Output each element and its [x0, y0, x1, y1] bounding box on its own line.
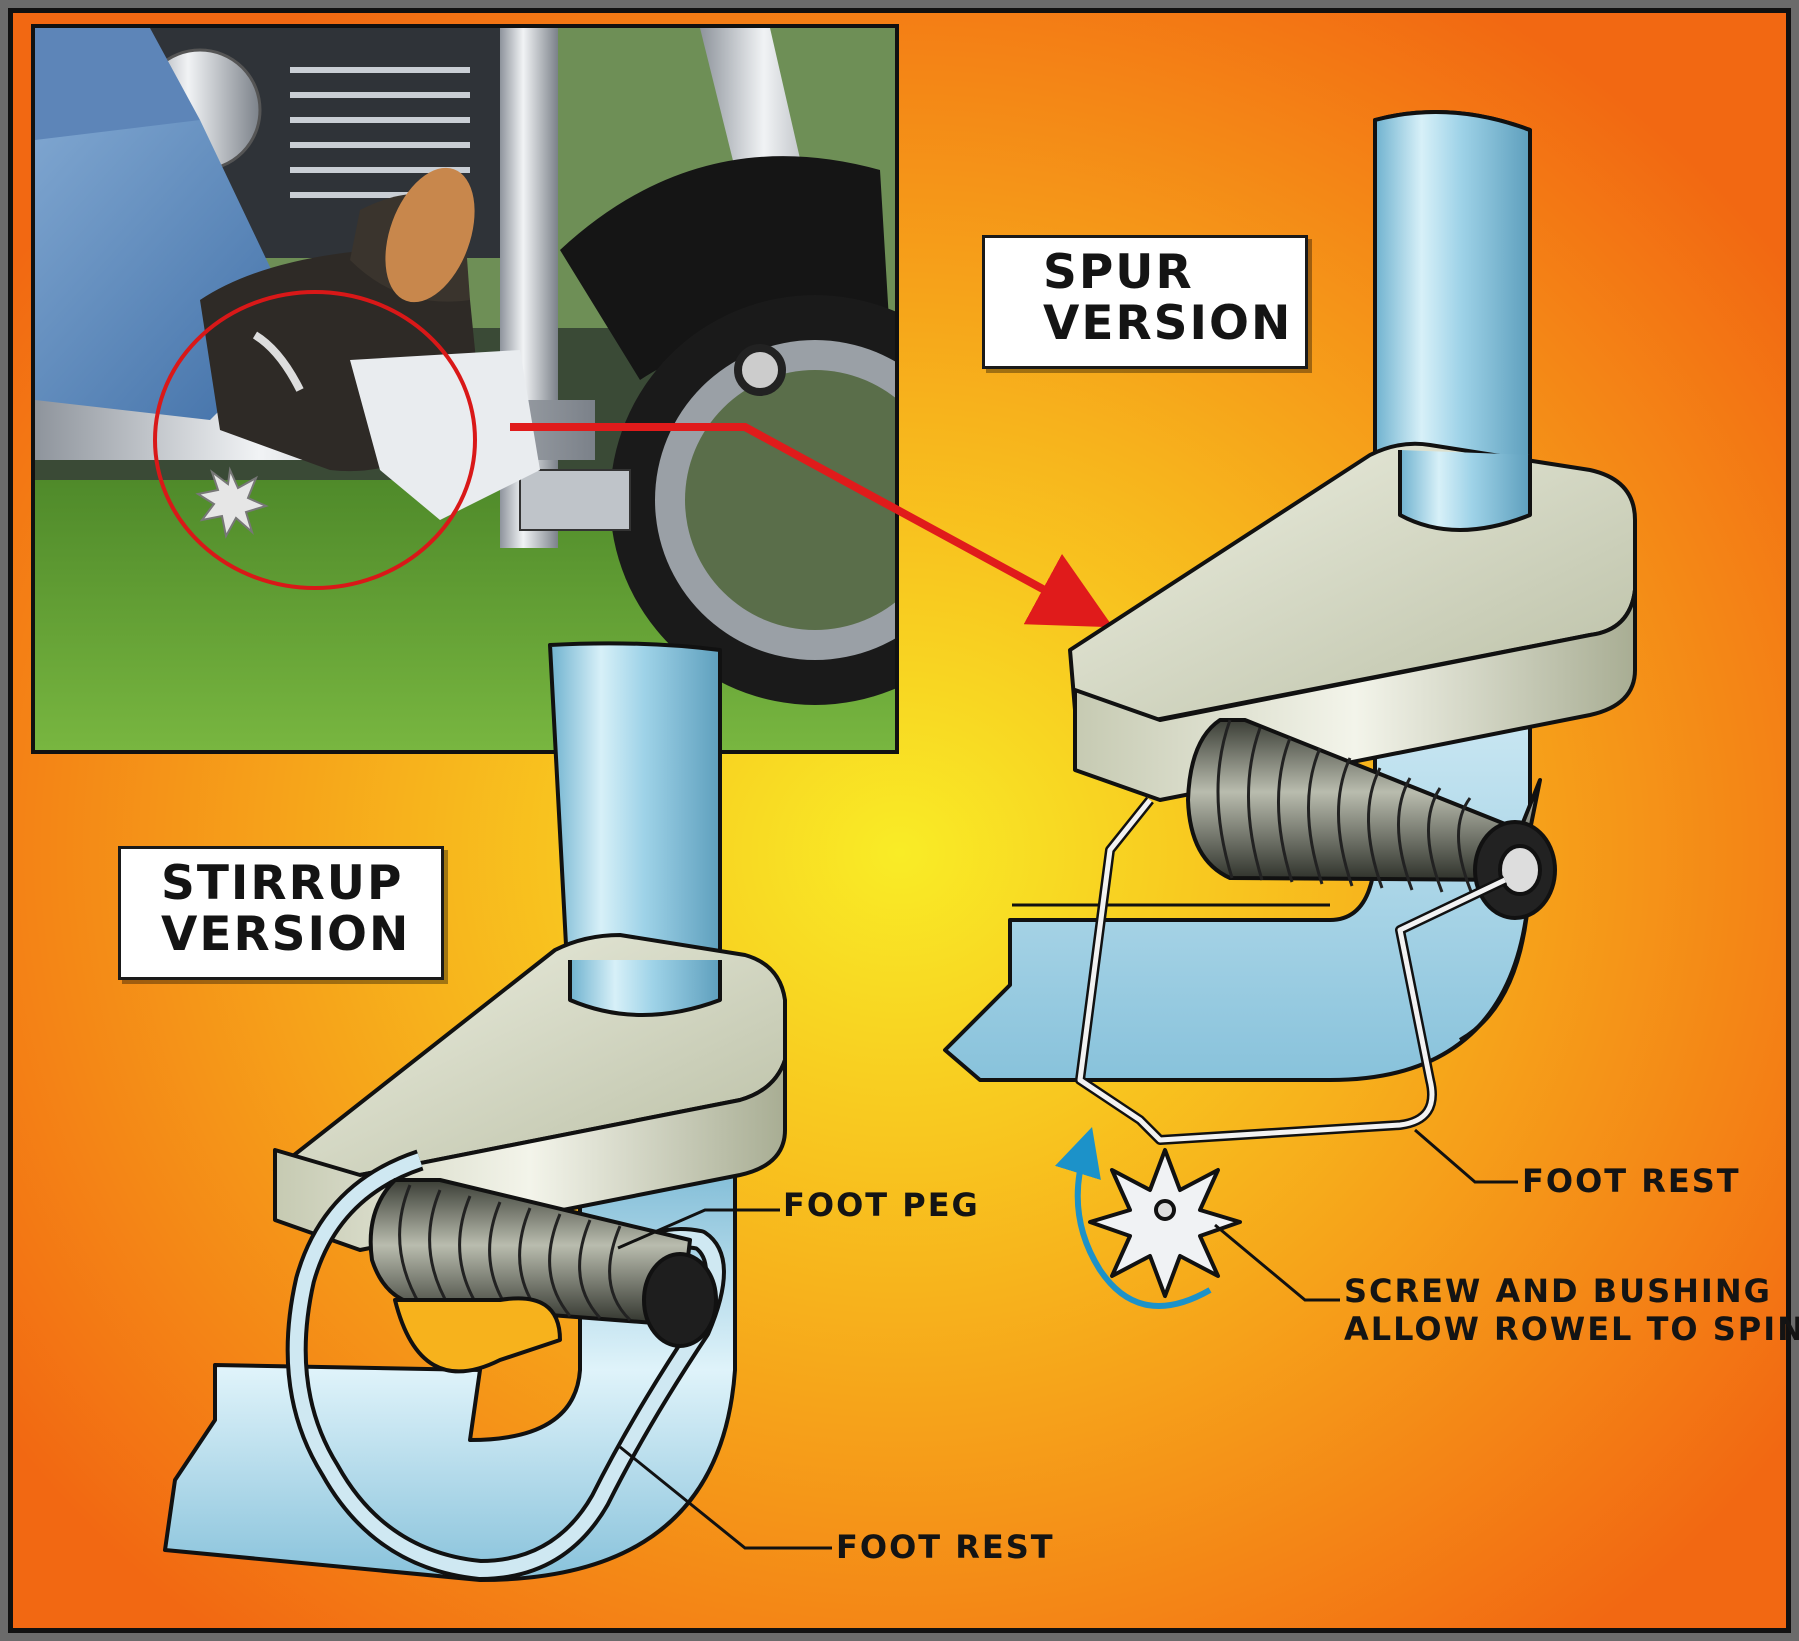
spur-title-line-1: SPUR: [1043, 245, 1194, 300]
stirrup-version-title: STIRRUP VERSION: [118, 846, 444, 980]
spur-rowel: [1088, 1148, 1242, 1298]
photo-inset: [31, 24, 899, 754]
spur-version-title: SPUR VERSION: [982, 235, 1308, 369]
spur-title-line-2: VERSION: [1043, 295, 1293, 351]
screw-label-line-1: SCREW AND BUSHING: [1344, 1272, 1772, 1310]
stirrup-title-line-1: STIRRUP: [161, 856, 404, 911]
rotation-arrow: [1055, 1127, 1212, 1309]
foot-rest-label-stirrup: FOOT REST: [836, 1528, 1055, 1566]
stirrup-version-illustration: [163, 641, 787, 1582]
foot-peg-label: FOOT PEG: [783, 1186, 980, 1224]
highlight-circle: [153, 290, 477, 590]
pointer-arrow: [510, 423, 1114, 628]
stirrup-title-line-2: VERSION: [161, 906, 411, 962]
spur-version-illustration: [943, 110, 1637, 1298]
screw-label-line-2: ALLOW ROWEL TO SPIN: [1344, 1310, 1799, 1349]
foot-rest-label-spur: FOOT REST: [1522, 1162, 1741, 1200]
spur-rowel-photo: [195, 466, 269, 539]
screw-bushing-label: SCREW AND BUSHING ALLOW ROWEL TO SPIN: [1344, 1272, 1799, 1349]
leader-lines: [617, 1128, 1518, 1550]
